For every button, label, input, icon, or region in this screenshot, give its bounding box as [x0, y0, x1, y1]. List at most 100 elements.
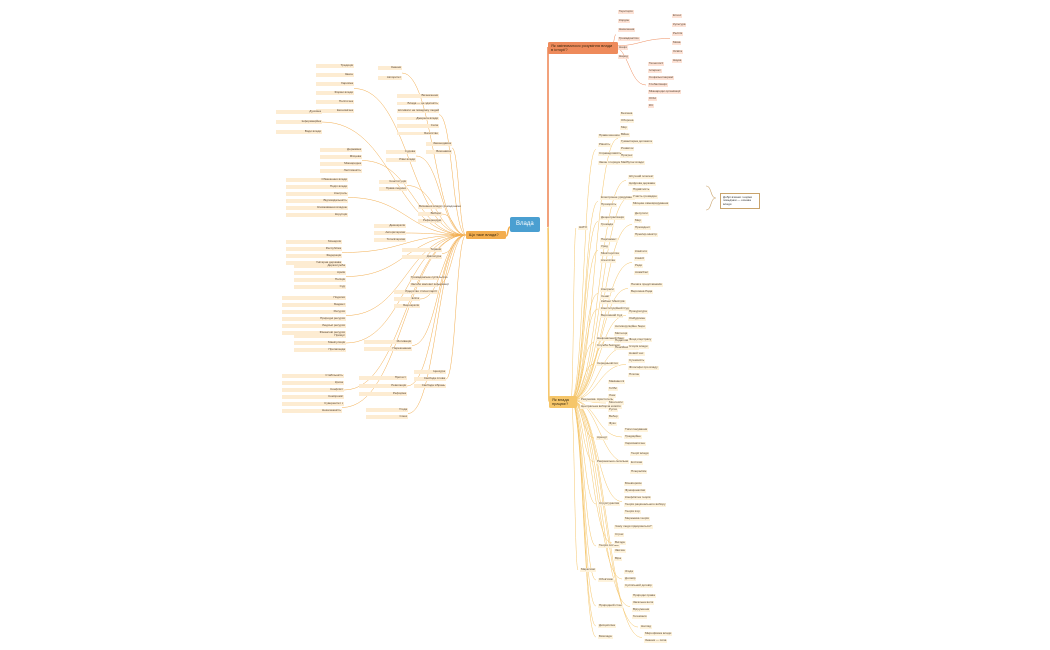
subtopic-node[interactable]: Види влади — [276, 129, 322, 134]
subtopic-node[interactable]: Традиційне — [624, 434, 642, 439]
subtopic-node[interactable]: Національний банк — [596, 336, 625, 341]
subtopic-node[interactable]: Омбудсмен — [628, 316, 647, 321]
subtopic-node[interactable]: Нагляд — [640, 624, 652, 629]
subtopic-node[interactable]: Прозорість — [600, 202, 618, 207]
subtopic-node[interactable]: Етнос — [672, 13, 683, 18]
subtopic-node[interactable]: Легітимність — [320, 168, 362, 173]
subtopic-node[interactable]: Прокуратура — [628, 309, 648, 314]
subtopic-node[interactable]: Громадянське суспільство — [410, 275, 448, 280]
subtopic-node[interactable]: Рівність — [598, 142, 612, 147]
subtopic-node[interactable]: Поділ влади — [286, 184, 348, 189]
subtopic-node[interactable]: Локк — [608, 393, 617, 398]
subtopic-node[interactable]: Центральна виборча комісія — [580, 404, 622, 409]
subtopic-node[interactable]: Визнання влади громадянами — [418, 204, 461, 209]
subtopic-node[interactable]: Населення — [618, 27, 636, 32]
subtopic-node[interactable]: Справедливість — [598, 151, 623, 156]
subtopic-node[interactable]: Верховний Суд — [600, 313, 624, 318]
subtopic-node[interactable]: Союз — [366, 414, 408, 419]
subtopic-node[interactable]: Конфліктна теорія — [624, 495, 652, 500]
root-topic[interactable]: Влада — [510, 217, 540, 232]
subtopic-node[interactable]: Референдум — [418, 218, 442, 223]
subtopic-node[interactable]: Теорія ігор — [624, 509, 641, 514]
subtopic-node[interactable]: Місцеве самоврядування — [632, 201, 670, 206]
subtopic-node[interactable]: Армія — [294, 270, 346, 275]
subtopic-node[interactable]: Вебер — [608, 414, 619, 419]
subtopic-node[interactable]: Теорія систем — [598, 543, 620, 548]
subtopic-node[interactable]: Вигода — [614, 540, 626, 545]
subtopic-node[interactable]: Обов'язок — [598, 577, 614, 582]
subtopic-node[interactable]: Парламент — [600, 237, 618, 242]
subtopic-node[interactable]: Соціальні мережі — [648, 75, 675, 80]
subtopic-node[interactable]: НАТО — [578, 225, 588, 230]
subtopic-node[interactable]: Багатство — [397, 131, 439, 136]
subtopic-node[interactable]: Економічна — [316, 108, 354, 113]
subtopic-node[interactable]: Договір — [624, 576, 637, 581]
subtopic-node[interactable]: Інтернет — [648, 68, 662, 73]
subtopic-node[interactable]: Філософи про владу — [628, 365, 659, 370]
subtopic-node[interactable]: Бюрократія — [394, 303, 420, 308]
subtopic-node[interactable]: Історія влади — [628, 344, 649, 349]
subtopic-node[interactable]: Тиранія — [402, 247, 442, 252]
subtopic-node[interactable]: Суспільний договір — [624, 583, 653, 588]
subtopic-node[interactable]: Майбутнє влади — [620, 160, 645, 165]
subtopic-node[interactable]: Структуралізм — [598, 501, 621, 506]
subtopic-node[interactable]: Ради — [634, 263, 643, 268]
subtopic-node[interactable]: Раціонально-легальне — [596, 459, 630, 464]
subtopic-node[interactable]: Мережева теорія — [624, 516, 650, 521]
subtopic-node[interactable]: Свобода зібрань — [414, 383, 446, 388]
subtopic-node[interactable]: Природний стан — [598, 603, 623, 608]
subtopic-node[interactable]: Децентралізація — [600, 215, 625, 220]
subtopic-node[interactable]: Інформаційна — [276, 119, 322, 124]
subtopic-node[interactable]: Електронне урядування — [600, 195, 636, 200]
subtopic-node[interactable]: Новий час — [628, 351, 645, 356]
subtopic-node[interactable]: Кордон — [618, 18, 631, 23]
subtopic-node[interactable]: Дисципліна — [598, 623, 616, 628]
subtopic-node[interactable]: Сучасність — [628, 358, 646, 363]
subtopic-node[interactable]: Міністерства — [600, 251, 620, 256]
subtopic-node[interactable]: Ресурси — [282, 309, 346, 314]
subtopic-node[interactable]: Політична — [316, 99, 354, 104]
subtopic-node[interactable]: Фонд соцстраху — [628, 337, 653, 342]
subtopic-node[interactable]: Конституція — [379, 179, 407, 184]
subtopic-node[interactable]: Асамблеї — [634, 270, 650, 275]
subtopic-node[interactable]: Загальна воля — [632, 600, 655, 605]
subtopic-node[interactable]: Закон — [316, 72, 354, 77]
subtopic-node[interactable]: Стабільність — [282, 373, 344, 378]
subtopic-node[interactable]: Визначення — [397, 93, 439, 98]
subtopic-node[interactable]: Унітарна держава — [286, 260, 342, 265]
subtopic-node[interactable]: Криза — [282, 380, 344, 385]
subtopic-node[interactable]: Податки — [282, 295, 346, 300]
subtopic-node[interactable]: Митниця — [614, 331, 629, 336]
subtopic-node[interactable]: Права меншин — [598, 133, 621, 138]
subtopic-node[interactable]: Монтеск'є — [608, 400, 624, 405]
subtopic-node[interactable]: Законодавча — [426, 141, 452, 146]
subtopic-node[interactable]: Незалежність — [282, 408, 342, 413]
subtopic-node[interactable]: Макіавеллі — [608, 379, 626, 384]
subtopic-node[interactable]: Права людини — [379, 186, 407, 191]
subtopic-node[interactable]: Територія — [618, 9, 634, 14]
subtopic-node[interactable]: Біовлада — [598, 634, 613, 639]
subtopic-node[interactable]: Чому люди підкоряються? — [614, 524, 653, 529]
subtopic-node[interactable]: Фінансові ресурси — [282, 330, 346, 335]
subtopic-node[interactable]: Уряд — [600, 244, 609, 249]
subtopic-node[interactable]: Елітизм — [630, 460, 643, 465]
subtopic-node[interactable]: Згода — [624, 569, 634, 574]
subtopic-node[interactable]: Місцева — [320, 154, 362, 159]
subtopic-node[interactable]: Протест — [359, 375, 407, 380]
subtopic-node[interactable]: Культура — [672, 22, 687, 27]
subtopic-node[interactable]: Участь громадян — [632, 194, 658, 199]
subtopic-node[interactable]: Антикорупційне бюро — [614, 324, 647, 329]
subtopic-node[interactable]: Наука — [672, 58, 683, 63]
subtopic-node[interactable]: Пенсійний фонд — [614, 345, 639, 350]
subtopic-node[interactable]: Біхевіоризм — [624, 481, 643, 486]
subtopic-node[interactable]: впливати на поведінку людей — [397, 108, 440, 113]
subtopic-node[interactable]: Мотивація — [364, 339, 412, 344]
subtopic-node[interactable]: Людські ресурси — [282, 323, 346, 328]
subtopic-node[interactable]: Агентства — [600, 258, 616, 263]
subtopic-node[interactable]: Мир — [620, 125, 628, 130]
subtopic-node[interactable]: Оборона — [620, 118, 635, 123]
subtopic-node[interactable]: Знання — [378, 65, 402, 70]
subtopic-node[interactable]: Марксизм — [580, 567, 596, 572]
subtopic-node[interactable]: Сила — [397, 123, 439, 128]
subtopic-node[interactable]: Революція — [359, 383, 407, 388]
